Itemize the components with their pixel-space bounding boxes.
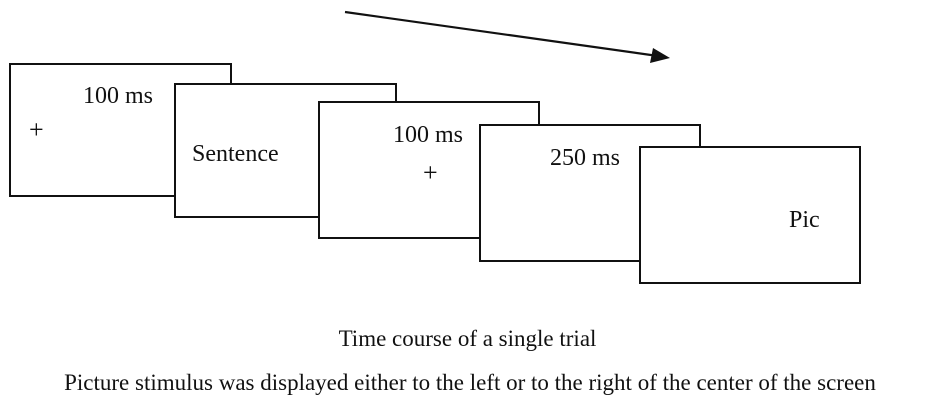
- trial-frame-picture: Pic: [639, 146, 861, 284]
- figure-caption-note: Picture stimulus was displayed either to…: [64, 370, 876, 395]
- time-arrow: [344, 10, 670, 63]
- frame-1-duration-label: 100 ms: [83, 83, 154, 109]
- fixation-cross: +: [423, 158, 438, 187]
- figure-caption-title: Time course of a single trial: [338, 326, 597, 351]
- frame-4-duration-label: 250 ms: [550, 145, 621, 171]
- frame-3-duration-label: 100 ms: [393, 122, 464, 148]
- fixation-cross: +: [29, 115, 44, 144]
- frame-5-label: Pic: [789, 207, 820, 233]
- frame-2-label: Sentence: [192, 141, 279, 167]
